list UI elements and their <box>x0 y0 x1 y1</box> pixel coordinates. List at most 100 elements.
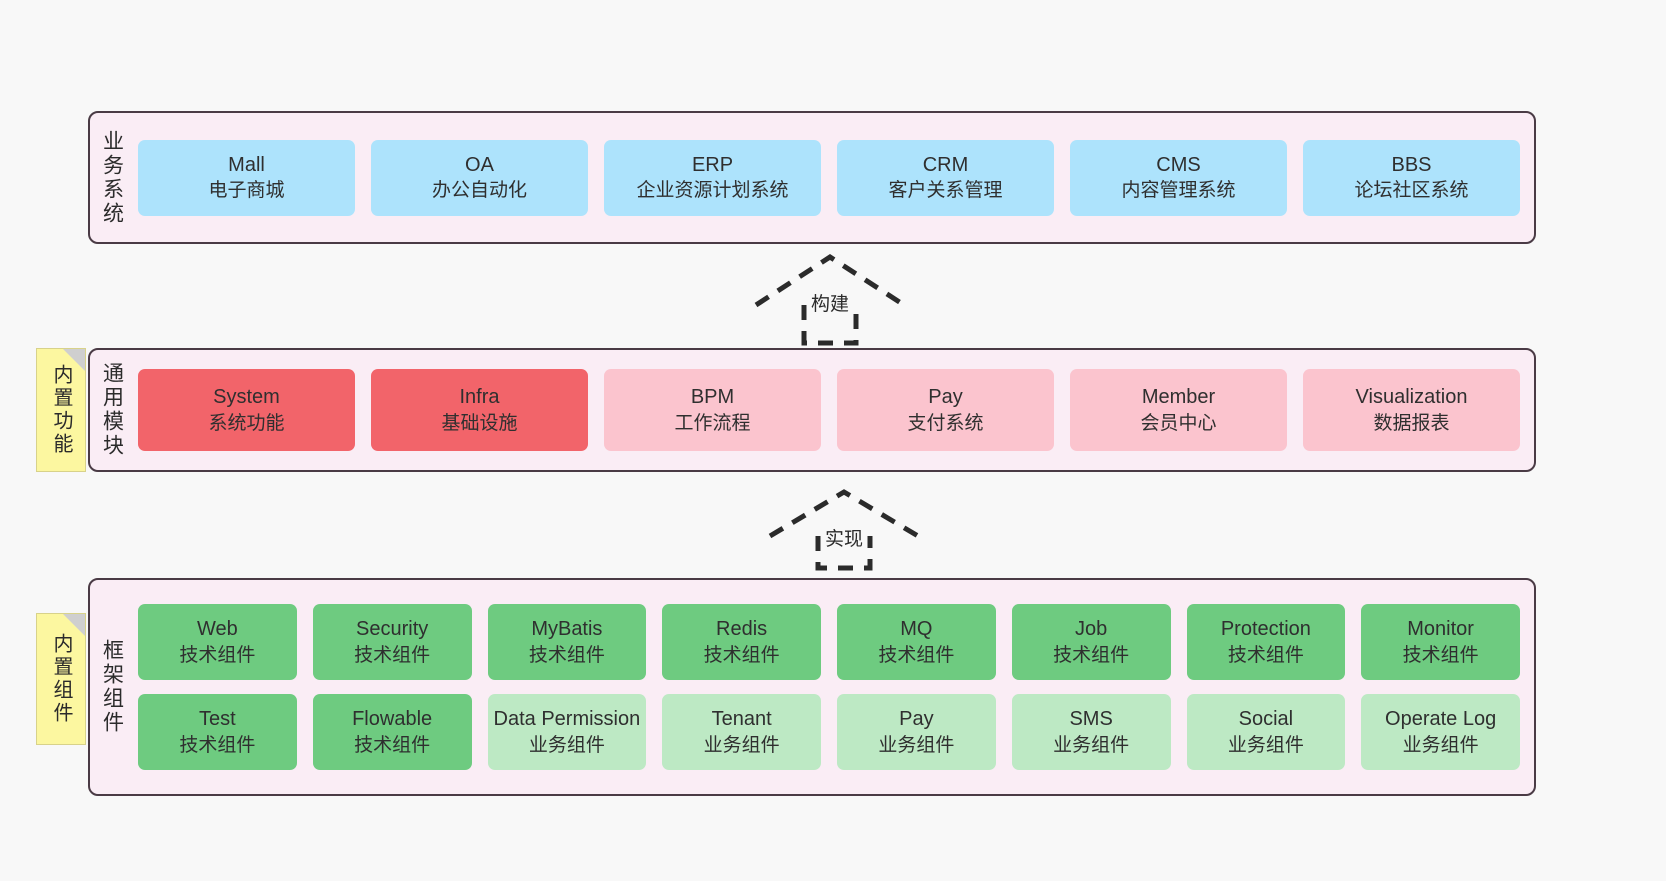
card-subtitle: 办公自动化 <box>431 180 527 202</box>
layer-modules-cards: System 系统功能 Infra 基础设施 BPM 工作流程 Pay 支付系统… <box>134 350 1534 470</box>
layer-business-cards: Mall 电子商城 OA 办公自动化 ERP 企业资源计划系统 CRM 客户关系… <box>134 113 1534 242</box>
card-subtitle: 技术组件 <box>1402 644 1479 666</box>
layer-modules-label: 通用模块 <box>100 362 124 458</box>
card-title: Test <box>199 708 236 731</box>
card-subtitle: 技术组件 <box>354 644 431 666</box>
card-oa[interactable]: OA 办公自动化 <box>371 139 588 216</box>
card-bbs[interactable]: BBS 论坛社区系统 <box>1303 139 1520 216</box>
card-title: Tenant <box>711 708 772 731</box>
connector-build-label: 构建 <box>808 289 852 316</box>
card-subtitle: 客户关系管理 <box>888 180 1003 202</box>
card-subtitle: 业务组件 <box>1402 734 1479 756</box>
card-title: Redis <box>716 618 768 641</box>
card-operate-log[interactable]: Operate Log 业务组件 <box>1361 694 1520 770</box>
card-subtitle: 支付系统 <box>907 412 984 434</box>
card-subtitle: 论坛社区系统 <box>1354 180 1469 202</box>
card-title: Security <box>356 618 429 641</box>
layer-framework-components: 框架组件 Web 技术组件 Security 技术组件 MyBatis 技术组件… <box>88 578 1536 796</box>
card-subtitle: 技术组件 <box>878 644 955 666</box>
card-title: MyBatis <box>531 618 603 641</box>
card-mall[interactable]: Mall 电子商城 <box>138 139 355 216</box>
card-mq[interactable]: MQ 技术组件 <box>837 604 996 680</box>
card-title: Web <box>196 618 238 641</box>
card-subtitle: 技术组件 <box>703 644 780 666</box>
connector-build: 构建 <box>752 253 908 346</box>
card-crm[interactable]: CRM 客户关系管理 <box>837 139 1054 216</box>
card-title: Infra <box>459 386 500 409</box>
framework-row-business: Test 技术组件 Flowable 技术组件 Data Permission … <box>138 694 1520 770</box>
card-subtitle: 业务组件 <box>528 734 605 756</box>
card-security[interactable]: Security 技术组件 <box>312 604 472 680</box>
card-subtitle: 基础设施 <box>441 412 518 434</box>
card-subtitle: 电子商城 <box>208 180 285 202</box>
card-title: Mall <box>228 153 265 176</box>
card-subtitle: 数据报表 <box>1373 412 1450 434</box>
card-subtitle: 系统功能 <box>208 412 285 434</box>
card-subtitle: 内容管理系统 <box>1121 180 1236 202</box>
card-title: BPM <box>690 386 735 409</box>
layer-business-label: 业务系统 <box>100 129 124 226</box>
page-fold-icon <box>63 614 85 636</box>
card-data-permission[interactable]: Data Permission 业务组件 <box>487 694 647 770</box>
card-bpm[interactable]: BPM 工作流程 <box>604 369 821 451</box>
layer-framework-label: 框架组件 <box>100 639 124 735</box>
card-subtitle: 业务组件 <box>1227 734 1304 756</box>
card-pay-component[interactable]: Pay 业务组件 <box>837 694 996 770</box>
card-subtitle: 工作流程 <box>674 412 751 434</box>
card-title: System <box>213 386 280 409</box>
card-subtitle: 技术组件 <box>1053 644 1130 666</box>
card-title: Member <box>1141 386 1216 409</box>
card-subtitle: 业务组件 <box>1053 734 1130 756</box>
card-test[interactable]: Test 技术组件 <box>138 694 297 770</box>
card-title: Protection <box>1220 618 1311 641</box>
card-cms[interactable]: CMS 内容管理系统 <box>1070 139 1287 216</box>
generalization-arrow-icon <box>768 489 920 571</box>
card-subtitle: 会员中心 <box>1140 412 1217 434</box>
card-subtitle: 技术组件 <box>1227 644 1304 666</box>
card-mybatis[interactable]: MyBatis 技术组件 <box>487 604 647 680</box>
card-tenant[interactable]: Tenant 业务组件 <box>662 694 821 770</box>
card-title: Pay <box>899 708 934 731</box>
card-title: MQ <box>900 618 933 641</box>
card-system[interactable]: System 系统功能 <box>138 369 355 451</box>
card-social[interactable]: Social 业务组件 <box>1186 694 1346 770</box>
card-title: BBS <box>1391 153 1432 176</box>
sticky-note-builtin-functions: 内置功能 <box>36 348 86 472</box>
card-title: OA <box>465 153 494 176</box>
card-member[interactable]: Member 会员中心 <box>1070 369 1287 451</box>
card-title: Data Permission <box>493 708 641 731</box>
card-title: Pay <box>928 386 963 409</box>
sticky-note-label: 内置组件 <box>50 633 72 725</box>
card-title: ERP <box>691 153 734 176</box>
card-redis[interactable]: Redis 技术组件 <box>662 604 821 680</box>
card-infra[interactable]: Infra 基础设施 <box>371 369 588 451</box>
card-pay[interactable]: Pay 支付系统 <box>837 369 1054 451</box>
generalization-arrow-icon <box>754 254 906 346</box>
card-subtitle: 技术组件 <box>179 644 256 666</box>
card-subtitle: 企业资源计划系统 <box>636 180 789 202</box>
card-visualization[interactable]: Visualization 数据报表 <box>1303 369 1520 451</box>
card-monitor[interactable]: Monitor 技术组件 <box>1361 604 1520 680</box>
layer-business-systems: 业务系统 Mall 电子商城 OA 办公自动化 ERP 企业资源计划系统 CRM… <box>88 111 1536 244</box>
card-title: Visualization <box>1355 386 1468 409</box>
card-title: Social <box>1238 708 1294 731</box>
card-sms[interactable]: SMS 业务组件 <box>1011 694 1171 770</box>
card-protection[interactable]: Protection 技术组件 <box>1186 604 1346 680</box>
card-subtitle: 业务组件 <box>703 734 780 756</box>
card-subtitle: 技术组件 <box>354 734 431 756</box>
sticky-note-label: 内置功能 <box>50 364 72 456</box>
card-flowable[interactable]: Flowable 技术组件 <box>312 694 472 770</box>
card-title: Monitor <box>1407 618 1474 641</box>
connector-realize-label: 实现 <box>822 524 866 551</box>
card-subtitle: 技术组件 <box>528 644 605 666</box>
card-job[interactable]: Job 技术组件 <box>1011 604 1171 680</box>
page-fold-icon <box>63 349 85 371</box>
layer-common-modules: 通用模块 System 系统功能 Infra 基础设施 BPM 工作流程 Pay… <box>88 348 1536 472</box>
card-erp[interactable]: ERP 企业资源计划系统 <box>604 139 821 216</box>
card-title: Operate Log <box>1385 708 1497 731</box>
card-title: Flowable <box>352 708 433 731</box>
card-title: CRM <box>922 153 969 176</box>
card-title: CMS <box>1156 153 1201 176</box>
card-web[interactable]: Web 技术组件 <box>138 604 297 680</box>
card-subtitle: 业务组件 <box>878 734 955 756</box>
